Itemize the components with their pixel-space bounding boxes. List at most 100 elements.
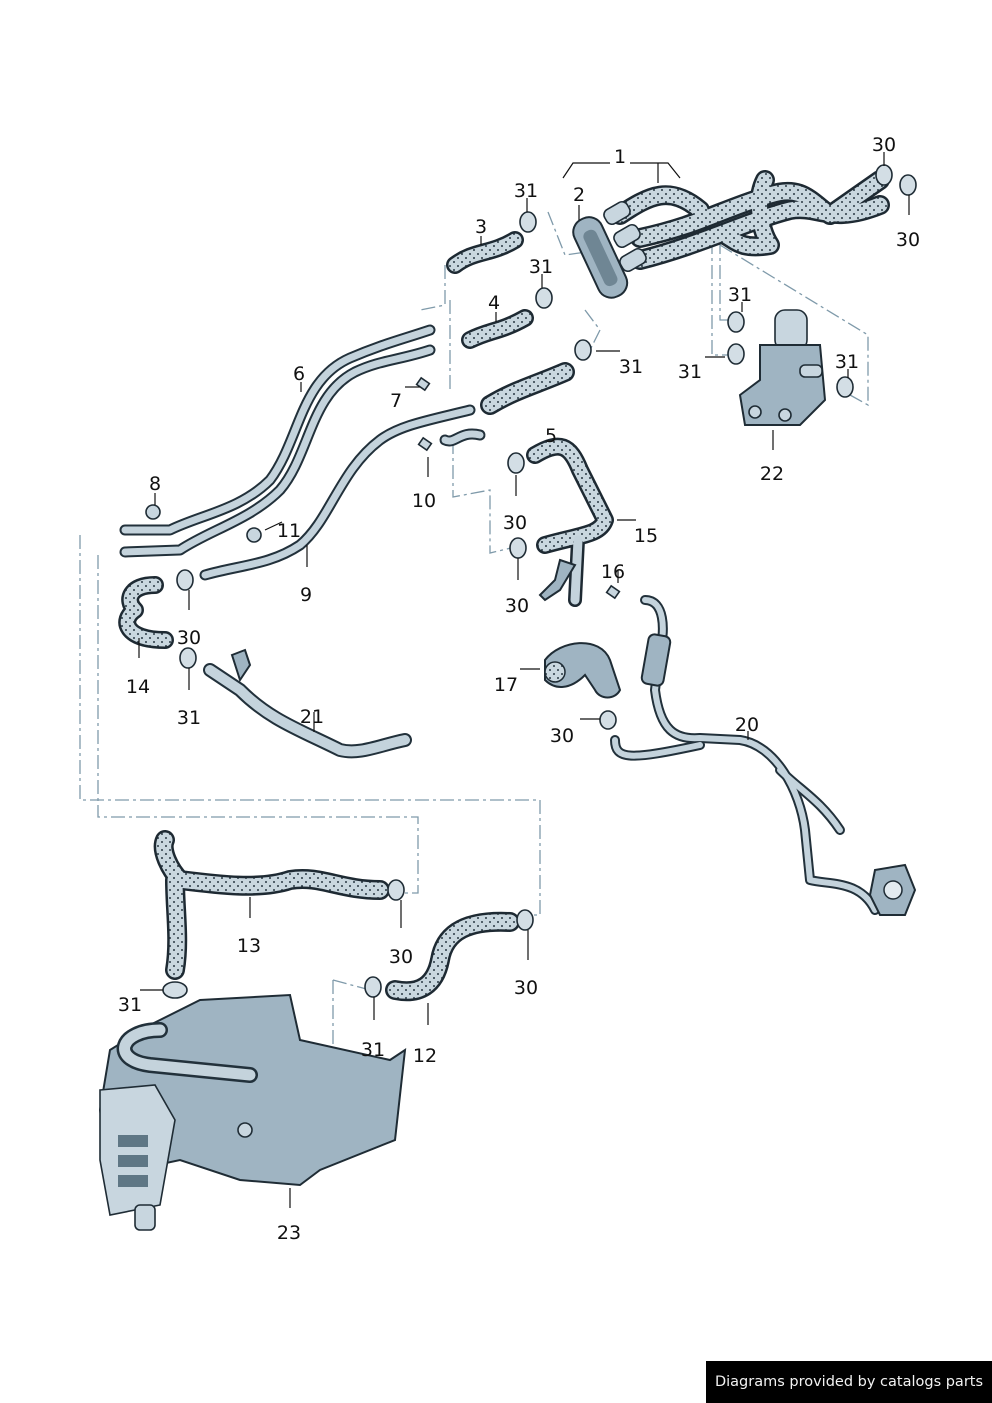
svg-text:20: 20 <box>735 714 759 736</box>
callout-30: 30 <box>177 590 201 649</box>
clamp <box>599 710 617 730</box>
svg-text:6: 6 <box>293 363 305 385</box>
svg-text:31: 31 <box>728 284 752 306</box>
clamp <box>387 879 405 901</box>
svg-text:22: 22 <box>760 463 784 485</box>
svg-text:31: 31 <box>514 180 538 202</box>
callout-31: 31 <box>361 997 385 1061</box>
callout-17: 17 <box>494 668 540 696</box>
part-8-nut <box>145 504 161 520</box>
callout-31: 31 <box>728 284 752 312</box>
clamp <box>176 569 194 591</box>
svg-text:30: 30 <box>505 595 529 617</box>
svg-text:13: 13 <box>237 935 261 957</box>
callout-7: 7 <box>390 386 420 412</box>
callout-30: 30 <box>389 900 413 968</box>
svg-text:31: 31 <box>361 1039 385 1061</box>
part-4-hose <box>461 309 534 349</box>
clamp <box>162 981 188 999</box>
callout-31: 31 <box>678 356 725 383</box>
callout-31: 31 <box>835 351 859 378</box>
svg-text:3: 3 <box>475 216 487 238</box>
callout-30: 30 <box>505 558 529 617</box>
svg-text:1: 1 <box>614 146 626 168</box>
part-1-hose-assembly <box>603 170 890 273</box>
callout-6: 6 <box>293 363 305 392</box>
svg-text:31: 31 <box>177 707 201 729</box>
callout-20: 20 <box>735 714 759 740</box>
callout-3: 3 <box>475 216 487 245</box>
clamp <box>516 909 534 931</box>
watermark-banner: Diagrams provided by catalogs parts <box>706 1361 992 1403</box>
callout-30: 30 <box>503 475 527 534</box>
part-14-hose <box>118 576 174 649</box>
callout-5: 5 <box>545 425 557 447</box>
clamp <box>727 311 745 333</box>
callout-8: 8 <box>149 473 161 505</box>
svg-text:15: 15 <box>634 525 658 547</box>
callout-31: 31 <box>514 180 538 212</box>
callout-15: 15 <box>617 519 658 547</box>
clamp <box>836 376 854 398</box>
part-6-double-pipe <box>119 324 436 558</box>
callout-21: 21 <box>300 706 324 732</box>
callout-9: 9 <box>300 545 312 606</box>
clamps <box>162 164 917 999</box>
svg-text:23: 23 <box>277 1222 301 1244</box>
svg-text:30: 30 <box>896 229 920 251</box>
hardware <box>145 376 621 600</box>
clamp <box>519 211 537 233</box>
callout-14: 14 <box>126 638 150 698</box>
part-16-bolt <box>605 584 621 600</box>
part-13-hose <box>153 830 390 980</box>
callout-30: 30 <box>514 930 538 999</box>
callout-30: 30 <box>872 134 896 166</box>
part-2-holder-plate <box>572 216 629 299</box>
svg-text:30: 30 <box>389 946 413 968</box>
part-11-nut <box>246 527 262 543</box>
svg-text:12: 12 <box>413 1045 437 1067</box>
callout-31: 31 <box>529 256 553 288</box>
svg-text:16: 16 <box>601 561 625 583</box>
clamp <box>507 452 525 474</box>
part-17-connector <box>544 642 622 699</box>
part-1-bracket <box>562 162 681 183</box>
clamp <box>727 343 745 365</box>
part-9-pipe <box>199 404 486 581</box>
callouts: 1 2 3 4 5 6 7 8 9 10 11 12 13 14 15 16 1… <box>118 134 920 1244</box>
callout-12: 12 <box>413 1003 437 1067</box>
svg-text:17: 17 <box>494 674 518 696</box>
svg-text:31: 31 <box>619 356 643 378</box>
clamp <box>875 164 893 186</box>
callout-4: 4 <box>488 292 500 322</box>
callout-31: 31 <box>118 989 163 1016</box>
svg-text:31: 31 <box>118 994 142 1016</box>
clamp <box>574 339 592 361</box>
part-7-bolt <box>415 376 431 392</box>
clamp <box>899 174 917 196</box>
svg-text:30: 30 <box>514 977 538 999</box>
part-20-pipe-assembly <box>610 595 917 916</box>
callout-22: 22 <box>760 430 784 485</box>
svg-text:31: 31 <box>678 361 702 383</box>
svg-text:5: 5 <box>545 425 557 447</box>
part-12-hose <box>385 911 520 1002</box>
clamp <box>509 537 527 559</box>
svg-text:7: 7 <box>390 390 402 412</box>
callout-30: 30 <box>896 195 920 251</box>
callout-11: 11 <box>264 520 301 542</box>
callout-31: 31 <box>177 668 201 729</box>
clamp <box>535 287 553 309</box>
callout-1: 1 <box>614 146 626 168</box>
callout-30: 30 <box>550 718 600 747</box>
svg-text:9: 9 <box>300 584 312 606</box>
svg-text:10: 10 <box>412 490 436 512</box>
callout-10: 10 <box>412 457 436 512</box>
clamp <box>179 647 197 669</box>
svg-text:11: 11 <box>277 520 301 542</box>
part-10-bolt <box>417 436 433 452</box>
clamp <box>364 976 382 998</box>
callout-13: 13 <box>237 897 261 957</box>
callout-31: 31 <box>596 350 643 378</box>
